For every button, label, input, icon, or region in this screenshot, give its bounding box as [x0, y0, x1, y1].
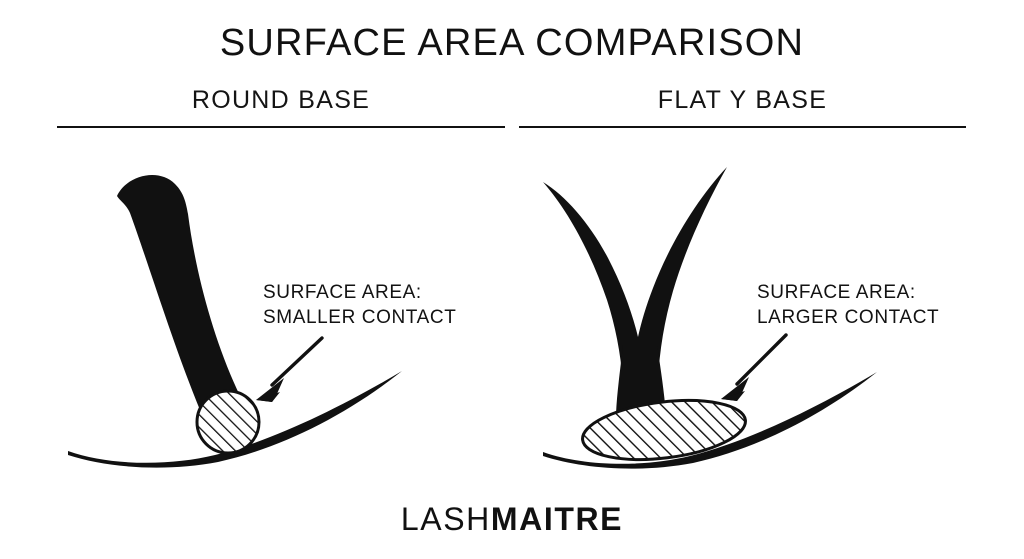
- callout-flat-y-base: SURFACE AREA: LARGER CONTACT: [757, 280, 939, 330]
- panel-divider-left: [57, 126, 505, 128]
- flat-y-lash-trunk: [616, 345, 666, 414]
- contact-patch-left: [195, 389, 261, 455]
- panel-heading-round-base: ROUND BASE: [191, 86, 371, 114]
- flat-y-base-diagram: [543, 167, 877, 469]
- callout-right-line-2: LARGER CONTACT: [757, 307, 940, 328]
- arrow-down-left-icon-left: [256, 336, 324, 402]
- brand-logo-light: LASH: [400, 501, 491, 537]
- brand-logo: LASHMAITRE: [0, 500, 1024, 538]
- arrow-down-left-icon-right: [721, 333, 788, 401]
- callout-left-line-2: SMALLER CONTACT: [263, 307, 457, 328]
- flat-y-lash-body: [543, 167, 727, 412]
- page-title: SURFACE AREA COMPARISON: [219, 22, 805, 64]
- panel-heading-flat-y-base: FLAT Y BASE: [657, 86, 828, 114]
- callout-left-line-1: SURFACE AREA:: [263, 282, 422, 303]
- callout-round-base: SURFACE AREA: SMALLER CONTACT: [263, 280, 456, 330]
- panel-divider-right: [519, 126, 966, 128]
- round-lash-body: [117, 175, 249, 438]
- brand-logo-bold: MAITRE: [490, 501, 624, 537]
- callout-right-line-1: SURFACE AREA:: [757, 282, 916, 303]
- contact-patch-right: [579, 398, 749, 464]
- round-base-diagram: [68, 175, 402, 468]
